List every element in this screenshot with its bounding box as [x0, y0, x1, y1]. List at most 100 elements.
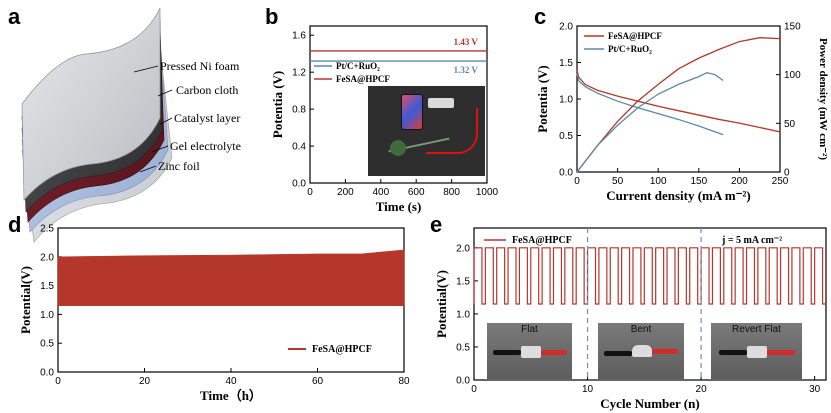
- battery-cell: [747, 346, 767, 358]
- series-line-pt-c-ruo2-power: [576, 72, 724, 173]
- inset-photo-phone: [368, 86, 485, 176]
- x-tick-label: 80: [398, 376, 410, 387]
- y-tick-label: 1.2: [292, 68, 306, 79]
- panel-letter-e: e: [430, 212, 443, 237]
- y-tick-label: 0.5: [559, 131, 573, 142]
- series-band-fesa-hpcf: [57, 249, 405, 307]
- x-tick-label: 800: [443, 187, 460, 198]
- y-tick-label: 2.0: [559, 22, 573, 33]
- series-line-fesa-hpcf: [473, 247, 826, 305]
- x-axis-label: Time（h）: [200, 388, 262, 403]
- legend-label: Pt/C+RuO₂: [608, 44, 652, 54]
- battery-cell: [521, 346, 541, 358]
- y2-tick-label: 0: [784, 168, 790, 179]
- y-tick-label: 2.5: [40, 224, 54, 235]
- y-tick-label: 0.0: [40, 368, 54, 379]
- battery-strip: [428, 98, 454, 108]
- y-tick-label: 1.5: [456, 276, 470, 287]
- series-line-fesa-hpcf-power: [576, 37, 781, 173]
- x-tick-label: 10: [582, 384, 594, 395]
- plot-frame: [309, 25, 488, 184]
- x-tick-label: 50: [612, 176, 624, 187]
- legend-label: FeSA@HPCF: [512, 235, 572, 246]
- data-label-fesa-hpcf: 1.43 V: [454, 37, 479, 47]
- x-tick-label: 0: [471, 384, 477, 395]
- y2-axis-label: Power density (mW cm⁻²): [817, 38, 829, 160]
- x-tick-label: 200: [731, 176, 748, 187]
- inset-photo-bent: Bent: [598, 323, 684, 379]
- x-tick-label: 20: [139, 376, 151, 387]
- y2-tick-label: 150: [784, 22, 801, 33]
- clip-black: [493, 350, 521, 355]
- photo-label-revert: Revert Flat: [732, 324, 781, 335]
- x-tick-label: 250: [772, 176, 789, 187]
- data-label-ptc-ruo2: 1.32 V: [454, 65, 479, 75]
- y-tick-label: 0.5: [456, 342, 470, 353]
- x-tick-label: 100: [650, 176, 667, 187]
- x-tick-label: 600: [408, 187, 425, 198]
- x-tick-label: 200: [337, 187, 354, 198]
- y-tick-label: 0.0: [292, 179, 306, 190]
- clip-black: [719, 350, 747, 355]
- y2-tick-label: 100: [784, 70, 801, 81]
- legend-label: FeSA@HPCF: [336, 74, 390, 84]
- y-tick-label: 0.0: [456, 376, 470, 387]
- clip-red: [652, 349, 678, 354]
- y-tick-label: 0.4: [292, 142, 306, 153]
- green-pad: [390, 140, 406, 156]
- inset-photo-flat: Flat: [487, 323, 572, 379]
- phone-shape: [401, 94, 423, 130]
- y-tick-label: 1.0: [559, 95, 573, 106]
- x-tick-label: 0: [574, 176, 580, 187]
- y2-tick-label: 50: [784, 119, 796, 130]
- photo-label-bent: Bent: [630, 324, 652, 335]
- y-axis-label: Potentia (V): [270, 71, 285, 139]
- y-tick-label: 0.0: [559, 168, 573, 179]
- clip-red: [767, 350, 795, 355]
- y-axis-label: Potential(V): [18, 266, 33, 334]
- panel-letter-d: d: [8, 212, 22, 237]
- y-tick-label: 1.6: [292, 31, 306, 42]
- y-tick-label: 1.5: [40, 281, 54, 292]
- x-tick-label: 1000: [476, 187, 499, 198]
- x-tick-label: 30: [809, 384, 821, 395]
- legend-label: Pt/C+RuO₂: [336, 61, 380, 71]
- annotation-current-density: j = 5 mA cm⁻²: [721, 235, 782, 246]
- y-tick-label: 0.5: [40, 339, 54, 350]
- x-axis-label: Time (s): [376, 199, 422, 214]
- x-tick-label: 40: [225, 376, 237, 387]
- y-tick-label: 0.8: [292, 105, 306, 116]
- y-tick-label: 1.0: [456, 309, 470, 320]
- y-axis-label: Potential(V): [434, 270, 449, 338]
- x-axis-label: Current density (mA m⁻²): [606, 188, 750, 203]
- y-tick-label: 2.0: [456, 243, 470, 254]
- panel-letter-c: c: [534, 4, 547, 29]
- legend-label: FeSA@HPCF: [608, 31, 662, 41]
- y-tick-label: 1.5: [559, 58, 573, 69]
- clip-red: [541, 350, 567, 355]
- battery-cell: [632, 345, 652, 357]
- x-tick-label: 0: [307, 187, 313, 198]
- x-tick-label: 20: [696, 384, 708, 395]
- photo-label-flat: Flat: [521, 324, 538, 335]
- series-line-fesa-hpcf: [576, 69, 781, 133]
- x-tick-label: 150: [690, 176, 707, 187]
- y-axis-label: Potentia (V): [535, 65, 550, 133]
- x-axis-label: Cycle Number (n): [600, 396, 699, 411]
- y-tick-label: 2.0: [40, 252, 54, 263]
- x-tick-label: 0: [55, 376, 61, 387]
- wire-red: [426, 108, 478, 154]
- legend-label: FeSA@HPCF: [312, 344, 372, 355]
- panel-letter-b: b: [265, 4, 279, 29]
- inset-photo-revert: Revert Flat: [711, 323, 802, 379]
- y-tick-label: 1.0: [40, 310, 54, 321]
- x-tick-label: 60: [312, 376, 324, 387]
- x-tick-label: 400: [372, 187, 389, 198]
- panel-letter-a: a: [8, 4, 21, 29]
- clip-black: [604, 351, 632, 356]
